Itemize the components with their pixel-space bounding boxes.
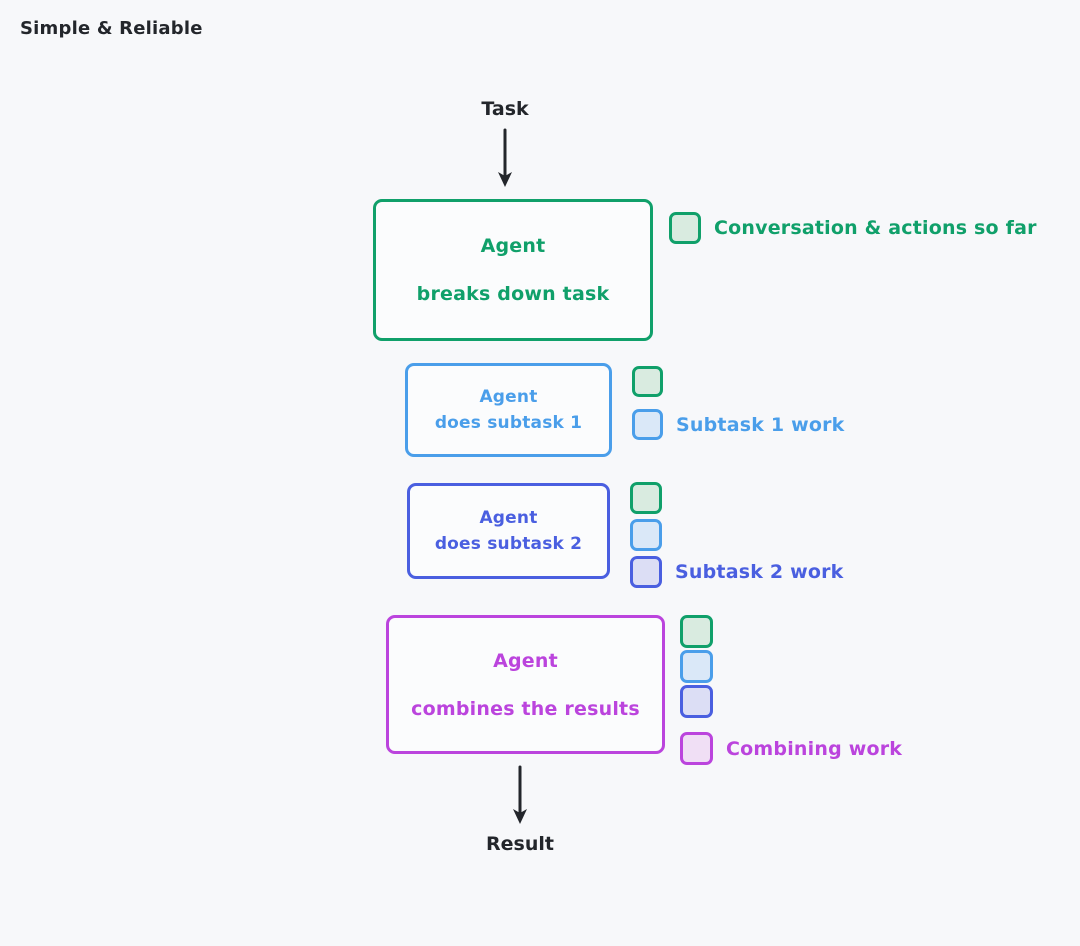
legend-combining: Combining work [680,615,902,765]
swatch-green-icon [630,482,662,514]
swatch-green-icon [632,366,663,397]
result-output-label: Result [486,833,554,855]
legend-row [680,615,902,648]
box-breakdown-line2: breaks down task [416,283,610,305]
legend-combining-label: Combining work [726,737,903,760]
swatch-indigo-icon [680,685,713,718]
box-agent-does-subtask-2: Agent does subtask 2 [407,483,610,579]
swatch-indigo-icon [630,556,662,588]
legend-row [680,685,902,718]
box-breakdown-line1: Agent [480,235,546,257]
box-agent-breaks-down-task: Agent breaks down task [373,199,653,341]
swatch-blue-icon [632,409,663,440]
legend-row: Subtask 1 work [632,409,845,440]
swatch-purple-icon [680,732,713,765]
legend-row [680,650,902,683]
task-input-label: Task [481,98,529,120]
swatch-blue-icon [630,519,662,551]
box-agent-does-subtask-1: Agent does subtask 1 [405,363,612,457]
legend-conversation-label: Conversation & actions so far [714,217,1037,239]
legend-row [630,519,844,551]
legend-subtask-1-label: Subtask 1 work [676,413,845,436]
swatch-blue-icon [680,650,713,683]
box-subtask1-line2: does subtask 1 [434,413,583,433]
box-subtask2-line1: Agent [479,507,538,528]
page-title: Simple & Reliable [20,18,203,39]
box-combine-line1: Agent [493,649,558,672]
legend-subtask-2: Subtask 2 work [630,482,844,588]
legend-conversation: Conversation & actions so far [669,212,1037,244]
arrow-down-result-icon [513,765,527,824]
legend-subtask-1: Subtask 1 work [632,366,845,440]
legend-row [630,482,844,514]
box-subtask1-line1: Agent [479,386,538,407]
box-agent-combines-results: Agent combines the results [386,615,665,754]
legend-row [632,366,845,397]
box-subtask2-line2: does subtask 2 [434,534,583,554]
box-combine-line2: combines the results [411,697,640,720]
legend-row: Conversation & actions so far [669,212,1037,244]
legend-row: Subtask 2 work [630,556,844,588]
swatch-green-icon [680,615,713,648]
legend-subtask-2-label: Subtask 2 work [675,561,844,583]
arrow-down-task-icon [498,128,512,187]
legend-row: Combining work [680,732,902,765]
swatch-green-icon [669,212,701,244]
